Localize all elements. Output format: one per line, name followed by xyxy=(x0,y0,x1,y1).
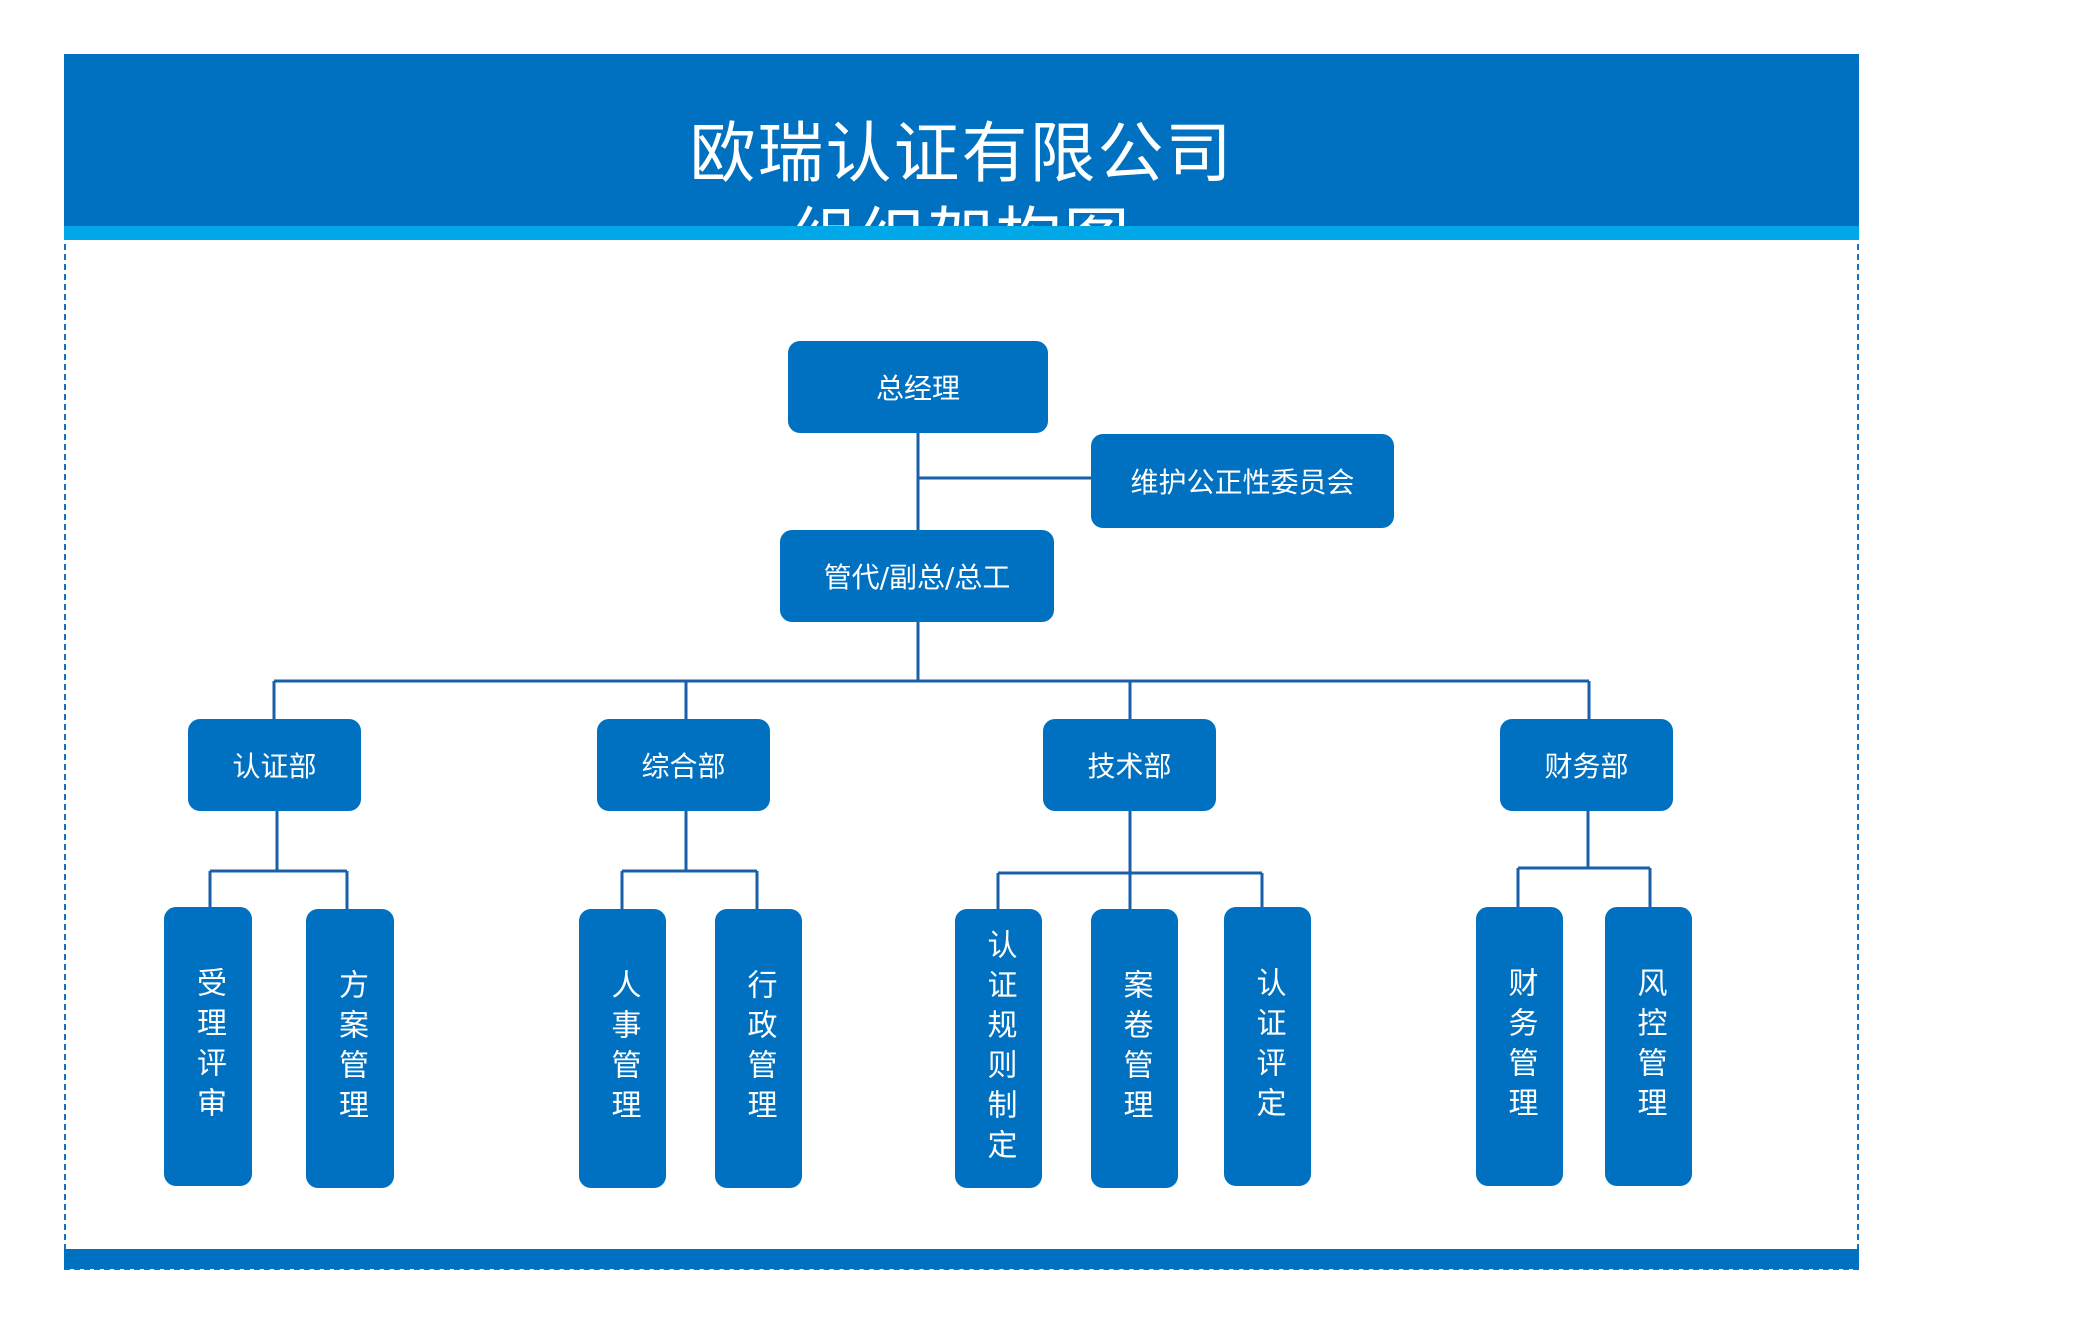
unit-acceptance-review: 受理评审 xyxy=(164,907,252,1186)
header-accent-strip xyxy=(64,226,1859,240)
footer-bar xyxy=(64,1249,1859,1269)
dept-general-affairs: 综合部 xyxy=(597,719,770,811)
node-deputy: 管代/副总/总工 xyxy=(780,530,1054,622)
unit-certification-decision: 认证评定 xyxy=(1224,907,1311,1186)
unit-dossier-management: 案卷管理 xyxy=(1091,909,1178,1188)
unit-admin-management: 行政管理 xyxy=(715,909,802,1188)
node-impartiality-committee: 维护公正性委员会 xyxy=(1091,434,1394,528)
header-banner: 欧瑞认证有限公司 组织架构图 xyxy=(64,54,1859,277)
dept-technical: 技术部 xyxy=(1043,719,1216,811)
unit-risk-control: 风控管理 xyxy=(1605,907,1692,1186)
unit-scheme-management: 方案管理 xyxy=(306,909,394,1188)
company-title: 欧瑞认证有限公司 xyxy=(689,115,1234,192)
dept-certification: 认证部 xyxy=(188,719,361,811)
dept-finance: 财务部 xyxy=(1500,719,1673,811)
unit-personnel-management: 人事管理 xyxy=(579,909,666,1188)
unit-finance-management: 财务管理 xyxy=(1476,907,1563,1186)
unit-rule-making: 认证规则制定 xyxy=(955,909,1042,1188)
node-general-manager: 总经理 xyxy=(788,341,1048,433)
